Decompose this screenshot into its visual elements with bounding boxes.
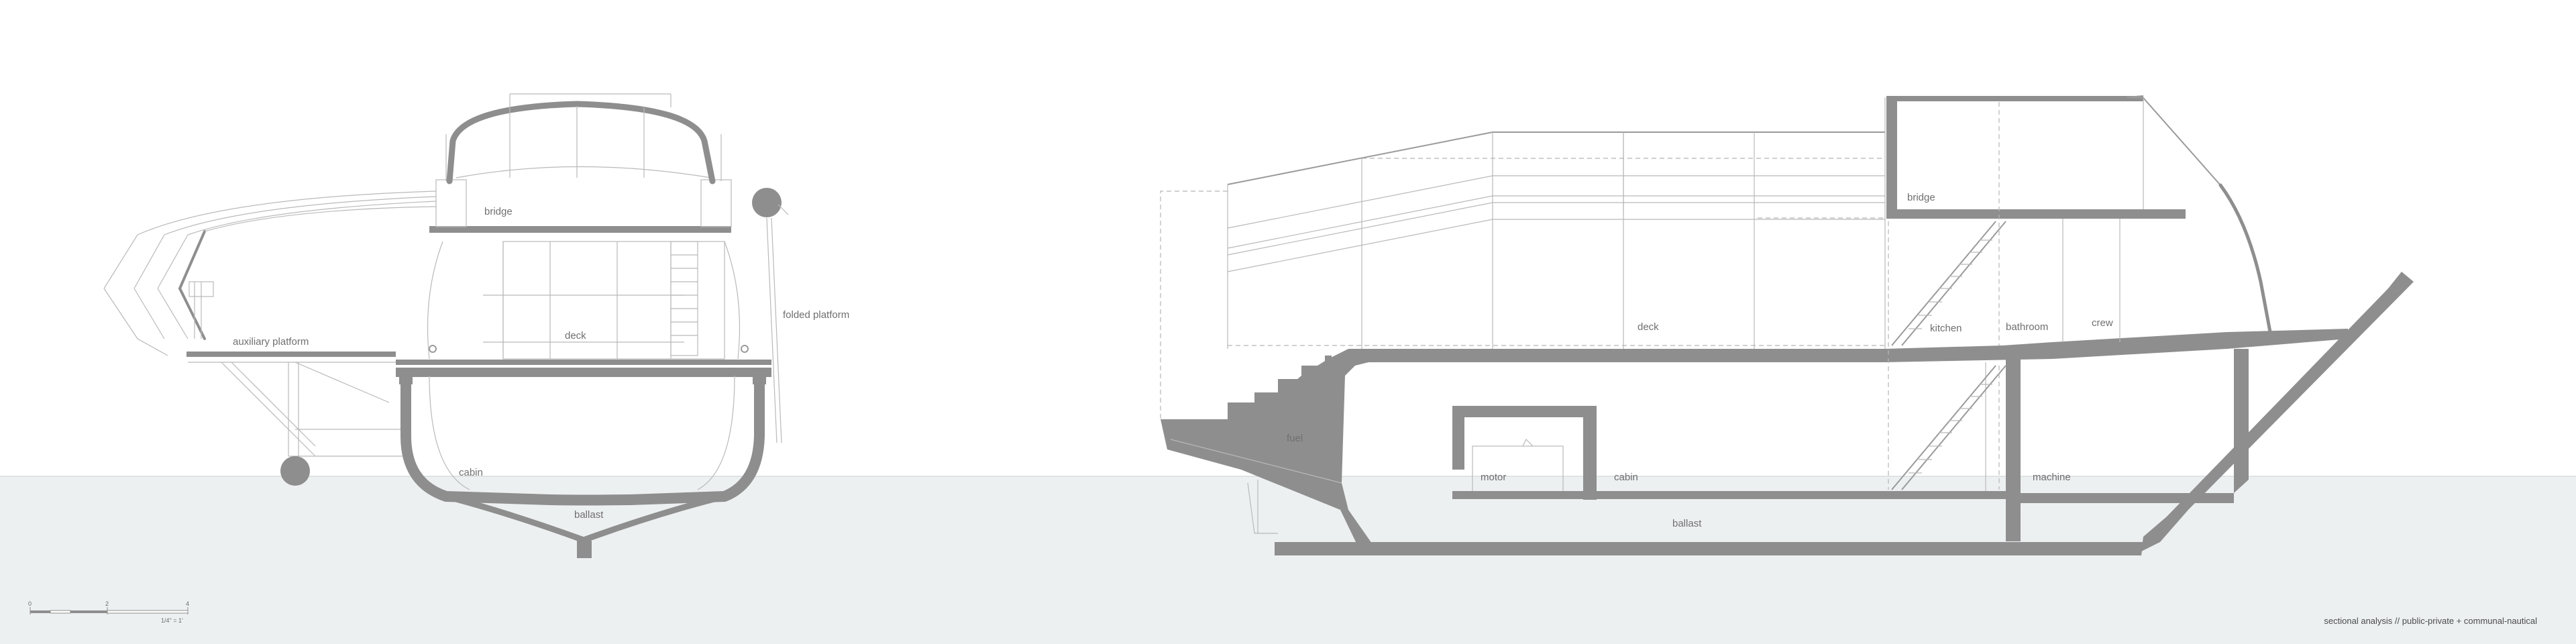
auxiliary-platform-deck [186,352,396,357]
bow-stair [1228,356,1332,419]
long-cabin-label: cabin [1614,472,1638,483]
bathroom-label: bathroom [2006,321,2048,333]
auxiliary-platform-label: auxiliary platform [233,336,309,347]
motor-label: motor [1481,472,1506,483]
ladder-upper [1891,221,2006,346]
aft-hull [2141,272,2414,551]
scale-label: 1/4" = 1' [161,617,183,624]
ladder-lower [1891,365,2006,490]
float-left [280,456,310,486]
bridge-canopy [446,101,716,184]
scale-bar: 0 2 4 1/4" = 1' [28,600,189,624]
long-bridge-label: bridge [1907,192,1935,203]
auxiliary-canopy [103,191,437,356]
scale-tick-0: 0 [28,600,32,607]
long-section: bridge deck kitchen bathroom crew fuel m… [1160,95,2414,555]
cross-stair [670,241,698,356]
water-plane [0,476,2576,644]
crew-label: crew [2092,317,2113,329]
motor-room [1452,406,1597,500]
fuel-label: fuel [1287,433,1303,444]
folded-platform-label: folded platform [783,309,849,321]
main-deck [1885,329,2348,362]
cross-deck-label: deck [565,330,586,341]
long-bow-hull [1161,349,1885,545]
cross-hull [400,370,765,506]
machine-label: machine [2033,472,2071,483]
long-ballast-label: ballast [1672,518,1702,529]
scale-tick-4: 4 [186,600,189,607]
cross-section: bridge deck cabin ballast auxiliary plat… [103,93,849,558]
cross-ballast-label: ballast [574,509,604,521]
cross-bridge-label: bridge [484,206,513,217]
drawing-caption: sectional analysis // public-private + c… [2324,616,2537,626]
scale-tick-2: 2 [105,600,109,607]
lower-floor [1452,491,2016,499]
long-deck-label: deck [1638,321,1659,333]
cross-cabin-label: cabin [459,467,483,478]
superstructure [1227,97,1886,349]
keel [1275,542,2143,555]
kitchen-label: kitchen [1930,323,1962,334]
ballast-tank [443,493,728,543]
folded-platform-wheel [752,188,782,217]
